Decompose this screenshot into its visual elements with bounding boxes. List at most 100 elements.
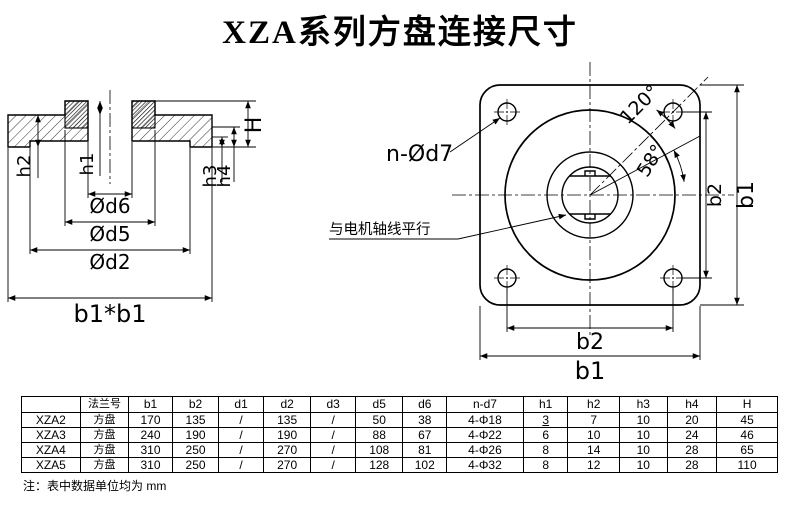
value-cell: 102 bbox=[402, 457, 447, 473]
front-view-drawing: 120° 58° n-Ød7 与电机轴线平行 b2 b1 b2 b1 bbox=[329, 62, 759, 385]
dim-label-b1-right: b1 bbox=[734, 181, 759, 209]
header-d6: d6 bbox=[402, 396, 447, 413]
header-h4: h4 bbox=[666, 396, 718, 413]
header-d5: d5 bbox=[354, 396, 404, 413]
value-cell: 310 bbox=[128, 442, 173, 458]
header-b1: b1 bbox=[128, 396, 173, 413]
dim-label-d5: Ød5 bbox=[89, 222, 130, 246]
value-cell: / bbox=[218, 457, 264, 473]
value-cell: 67 bbox=[402, 427, 447, 443]
value-cell: / bbox=[310, 427, 356, 443]
header-d3: d3 bbox=[310, 396, 356, 413]
value-cell: / bbox=[218, 412, 264, 428]
model-cell: XZA2 bbox=[21, 412, 81, 428]
value-cell: / bbox=[218, 427, 264, 443]
value-cell: 190 bbox=[171, 427, 220, 443]
model-cell: XZA4 bbox=[21, 442, 81, 458]
header-h3: h3 bbox=[619, 396, 668, 413]
type-cell: 方盘 bbox=[79, 442, 130, 458]
value-cell: 128 bbox=[354, 457, 404, 473]
model-cell: XZA3 bbox=[21, 427, 81, 443]
drawing-title: XZA系列方盘连接尺寸 bbox=[222, 15, 578, 51]
dim-label-d2: Ød2 bbox=[89, 250, 130, 274]
dim-label-h4: h4 bbox=[214, 165, 235, 188]
parallel-note-label: 与电机轴线平行 bbox=[329, 221, 431, 238]
value-cell: 88 bbox=[354, 427, 404, 443]
value-cell: 46 bbox=[716, 427, 778, 443]
value-cell: 270 bbox=[262, 442, 312, 458]
dim-label-H: H bbox=[242, 117, 267, 134]
value-cell: 110 bbox=[716, 457, 778, 473]
value-cell: 10 bbox=[619, 427, 668, 443]
header-n-d7: n-d7 bbox=[446, 396, 524, 413]
value-cell: 12 bbox=[567, 457, 621, 473]
type-cell: 方盘 bbox=[79, 427, 130, 443]
header-flange-no: 法兰号 bbox=[79, 396, 130, 413]
value-cell: 270 bbox=[262, 457, 312, 473]
value-cell: / bbox=[310, 457, 356, 473]
hub-section-left bbox=[64, 100, 89, 129]
dim-label-n-d7: n-Ød7 bbox=[386, 142, 453, 167]
header-blank bbox=[21, 396, 81, 413]
value-cell: 65 bbox=[716, 442, 778, 458]
angle-ray-58 bbox=[589, 135, 701, 196]
value-cell: 10 bbox=[567, 427, 621, 443]
value-cell: 10 bbox=[619, 457, 668, 473]
value-cell: 50 bbox=[354, 412, 404, 428]
dim-label-b1-bottom: b1 bbox=[575, 357, 606, 385]
table-footnote: 注：表中数据单位均为 mm bbox=[23, 479, 167, 493]
header-h2: h2 bbox=[567, 396, 621, 413]
header-d1: d1 bbox=[218, 396, 264, 413]
model-cell: XZA5 bbox=[21, 457, 81, 473]
value-cell: 190 bbox=[262, 427, 312, 443]
dim-label-h1: h1 bbox=[77, 153, 98, 176]
dim-label-b2-right: b2 bbox=[704, 183, 726, 207]
diagonal-centerline bbox=[589, 76, 709, 196]
header-d2: d2 bbox=[262, 396, 312, 413]
table-row-xza2: XZA2 方盘 170 135 / 135 / 50 38 4-Φ18 3 7 … bbox=[21, 412, 778, 428]
value-cell: 28 bbox=[666, 442, 718, 458]
value-cell: 240 bbox=[128, 427, 173, 443]
value-cell: / bbox=[310, 412, 356, 428]
angle-arc-58 bbox=[673, 150, 686, 182]
value-cell: 10 bbox=[619, 412, 668, 428]
value-cell: 81 bbox=[402, 442, 447, 458]
table-row-xza5: XZA5 方盘 310 250 / 270 / 128 102 4-Φ32 8 … bbox=[21, 457, 778, 473]
angle-label-58: 58° bbox=[633, 141, 670, 181]
dim-label-d6: Ød6 bbox=[89, 194, 130, 218]
dim-label-b1b1: b1*b1 bbox=[73, 300, 146, 328]
angle-arc-120 bbox=[656, 109, 676, 129]
leader-parallel-note bbox=[457, 213, 567, 240]
value-cell: 4-Φ26 bbox=[446, 442, 524, 458]
value-cell: 14 bbox=[567, 442, 621, 458]
value-cell: 250 bbox=[171, 457, 220, 473]
value-cell: 45 bbox=[716, 412, 778, 428]
table-row-xza3: XZA3 方盘 240 190 / 190 / 88 67 4-Φ22 6 10… bbox=[21, 427, 778, 443]
header-b2: b2 bbox=[171, 396, 220, 413]
value-cell: 38 bbox=[402, 412, 447, 428]
hub-section-right bbox=[131, 100, 156, 129]
section-view-drawing: h2 h1 h3 h4 H Ød6 Ød5 bbox=[7, 90, 267, 328]
value-cell: 8 bbox=[522, 442, 569, 458]
value-cell: 6 bbox=[522, 427, 569, 443]
leader-n-d7 bbox=[449, 117, 501, 153]
value-cell: 28 bbox=[666, 457, 718, 473]
type-cell: 方盘 bbox=[79, 412, 130, 428]
dim-label-h3: h3 bbox=[200, 165, 221, 188]
value-cell: 250 bbox=[171, 442, 220, 458]
value-cell: 24 bbox=[666, 427, 718, 443]
value-cell: 7 bbox=[567, 412, 621, 428]
type-cell: 方盘 bbox=[79, 457, 130, 473]
value-cell: 3 bbox=[522, 412, 569, 428]
value-cell: 8 bbox=[522, 457, 569, 473]
dim-label-h2: h2 bbox=[14, 155, 35, 178]
table-header-row: 法兰号 b1 b2 d1 d2 d3 d5 d6 n-d7 h1 h2 h3 h… bbox=[21, 396, 778, 413]
value-cell: / bbox=[218, 442, 264, 458]
dim-label-b2-bottom: b2 bbox=[576, 330, 604, 355]
dimension-table: 法兰号 b1 b2 d1 d2 d3 d5 d6 n-d7 h1 h2 h3 h… bbox=[21, 396, 778, 473]
value-cell: 10 bbox=[619, 442, 668, 458]
value-cell: 4-Φ22 bbox=[446, 427, 524, 443]
value-cell: 4-Φ18 bbox=[446, 412, 524, 428]
value-cell: / bbox=[310, 442, 356, 458]
header-h1: h1 bbox=[522, 396, 569, 413]
